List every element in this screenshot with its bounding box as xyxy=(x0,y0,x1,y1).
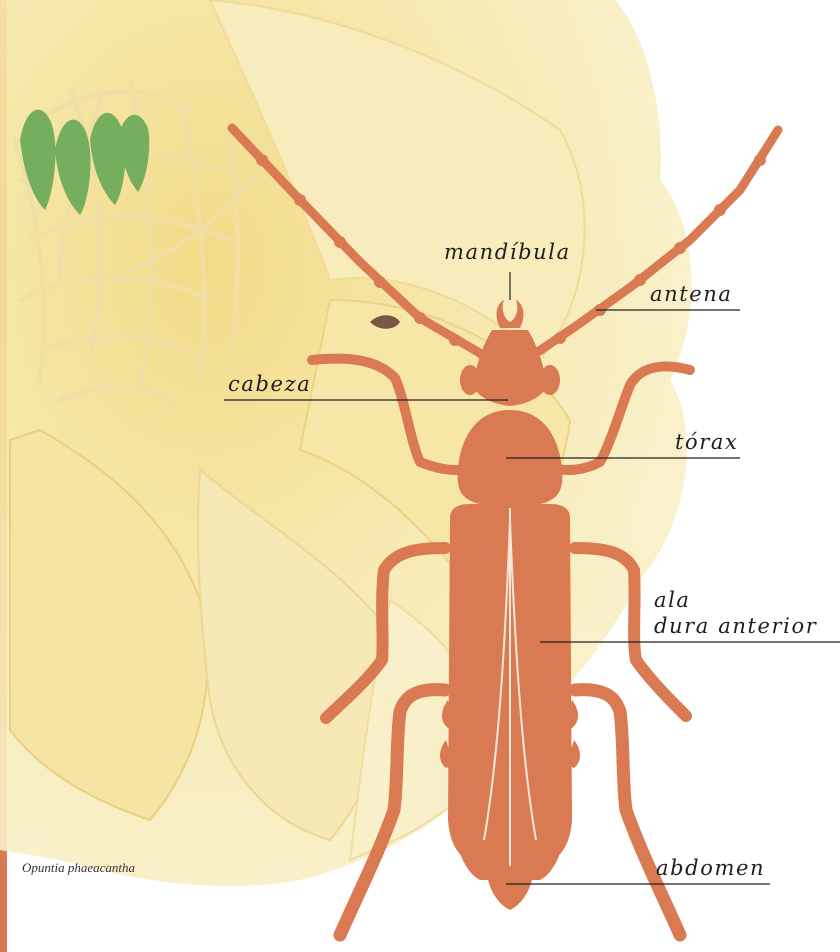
hindleg-right xyxy=(575,690,680,935)
label-ala-line1: ala xyxy=(654,588,691,612)
label-mandibula: mandíbula xyxy=(444,240,571,264)
label-torax: tórax xyxy=(675,430,738,454)
label-antena: antena xyxy=(650,282,733,306)
label-cabeza: cabeza xyxy=(228,372,311,396)
flower-illustration xyxy=(0,0,691,886)
eye-left xyxy=(460,365,480,395)
flower-caption: Opuntia phaeacantha xyxy=(22,860,135,876)
label-abdomen: abdomen xyxy=(656,856,765,880)
eye-right xyxy=(540,365,560,395)
label-ala-line2: dura anterior xyxy=(654,614,817,638)
